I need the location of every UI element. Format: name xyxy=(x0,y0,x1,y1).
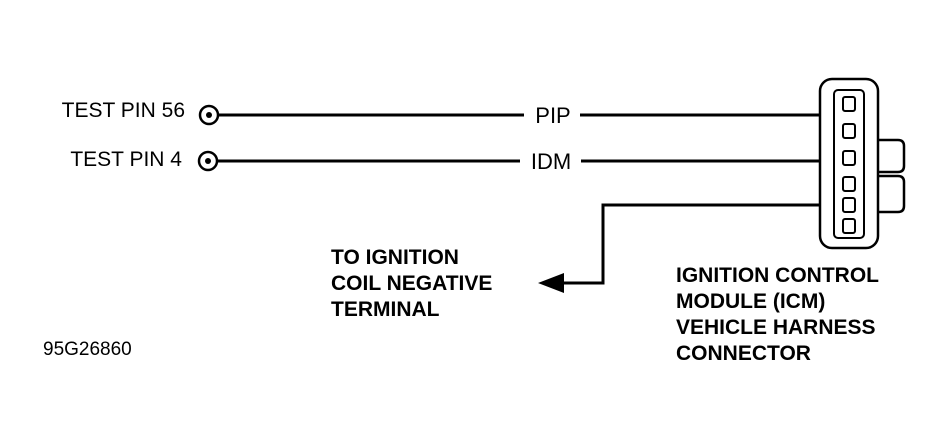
idm-signal-label: IDM xyxy=(531,149,571,174)
coil-label-line-3: TERMINAL xyxy=(331,298,440,321)
figure-id: 95G26860 xyxy=(43,339,132,360)
arrow-left-icon xyxy=(538,273,564,293)
coil-label-line-1: TO IGNITION xyxy=(331,246,459,269)
coil-negative-wire xyxy=(560,203,840,285)
coil-label-line-2: COIL NEGATIVE xyxy=(331,272,492,295)
test-pin-4-label: TEST PIN 4 xyxy=(70,148,182,171)
pip-signal-label: PIP xyxy=(535,103,570,128)
test-pin-56-label: TEST PIN 56 xyxy=(62,99,185,122)
connector-label-line-4: CONNECTOR xyxy=(676,342,811,365)
icm-harness-connector-icon xyxy=(818,77,906,250)
connector-label-line-2: MODULE (ICM) xyxy=(676,290,825,313)
connector-label-line-3: VEHICLE HARNESS xyxy=(676,316,876,339)
test-pin-4-terminal-icon xyxy=(197,150,219,172)
test-pin-56-terminal-icon xyxy=(198,104,220,126)
connector-label-line-1: IGNITION CONTROL xyxy=(676,264,879,287)
